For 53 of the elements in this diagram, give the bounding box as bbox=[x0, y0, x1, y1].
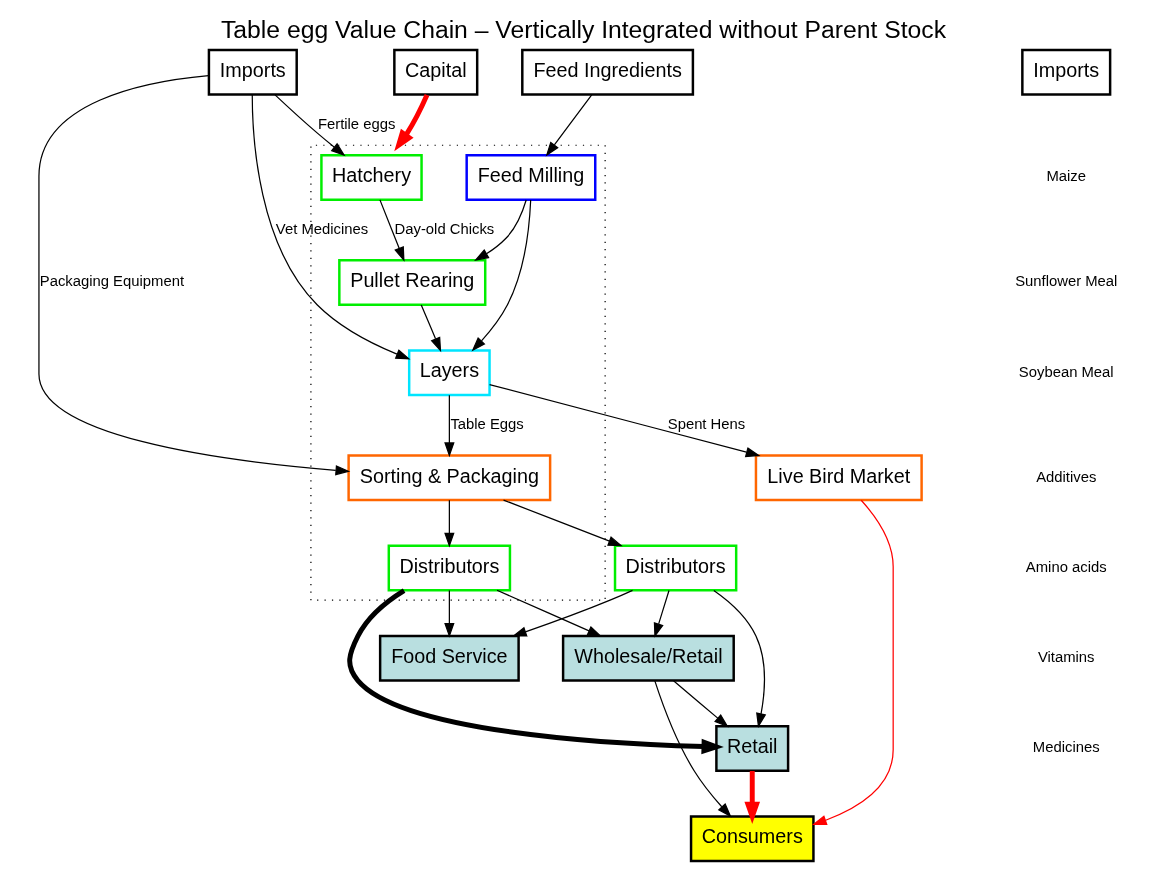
arrow bbox=[273, 94, 346, 157]
arrow bbox=[495, 589, 602, 637]
node-box: Distributors bbox=[387, 544, 511, 592]
arrow bbox=[471, 199, 531, 352]
node-box: Live Bird Market bbox=[754, 454, 923, 502]
node-box: Pullet Rearing bbox=[337, 259, 486, 306]
node-box: Wholesale/Retail bbox=[561, 634, 735, 682]
arrow bbox=[545, 94, 592, 157]
arrow bbox=[502, 499, 623, 547]
node-box: Layers bbox=[407, 349, 491, 397]
node-box: Distributors bbox=[613, 544, 737, 592]
label: Additives bbox=[1035, 468, 1096, 485]
arrow bbox=[346, 588, 724, 755]
edge-label: Vet Medicines bbox=[275, 220, 368, 237]
edge-label: Spent Hens bbox=[667, 416, 745, 433]
edge-label: Table Eggs bbox=[449, 416, 524, 433]
node-box: Feed Milling bbox=[464, 153, 596, 201]
diagram-title: Table egg Value Chain – Vertically Integrated without Parent Stock bbox=[220, 15, 946, 43]
label: Vitamins bbox=[1037, 649, 1095, 666]
arrow bbox=[443, 499, 455, 548]
arrow bbox=[420, 304, 441, 353]
edge-label: Fertile eggs bbox=[317, 115, 395, 132]
node-box: Food Service bbox=[378, 634, 520, 682]
arrow bbox=[672, 680, 729, 728]
arrow bbox=[378, 199, 405, 262]
edge-label: Packaging Equipment bbox=[39, 273, 184, 290]
arrow bbox=[393, 94, 429, 152]
node-box: Consumers bbox=[689, 815, 815, 863]
label: Soybean Meal bbox=[1018, 363, 1114, 380]
arrow bbox=[712, 589, 766, 728]
node-box: Imports bbox=[207, 48, 298, 96]
node-box: Feed Ingredients bbox=[520, 48, 694, 96]
label: Medicines bbox=[1032, 739, 1100, 756]
arrow bbox=[443, 394, 455, 458]
arrow bbox=[743, 771, 760, 824]
arrow bbox=[488, 383, 761, 458]
node-box: Imports bbox=[1020, 48, 1111, 96]
label: Maize bbox=[1045, 168, 1086, 185]
node-box: Capital bbox=[392, 48, 478, 96]
node-box: Sorting & Packaging bbox=[346, 454, 551, 502]
arrow bbox=[443, 589, 455, 638]
arrow bbox=[251, 94, 410, 360]
arrow bbox=[511, 589, 633, 637]
node-box: Retail bbox=[714, 725, 789, 772]
arrow bbox=[811, 499, 894, 826]
arrow bbox=[653, 679, 732, 818]
label: Amino acids bbox=[1025, 558, 1107, 575]
edge-label: Day-old Chicks bbox=[394, 220, 494, 237]
arrow bbox=[653, 589, 670, 638]
label: Sunflower Meal bbox=[1014, 273, 1117, 290]
arrow bbox=[37, 75, 350, 476]
node-box: Hatchery bbox=[319, 153, 423, 201]
arrow bbox=[473, 199, 527, 261]
